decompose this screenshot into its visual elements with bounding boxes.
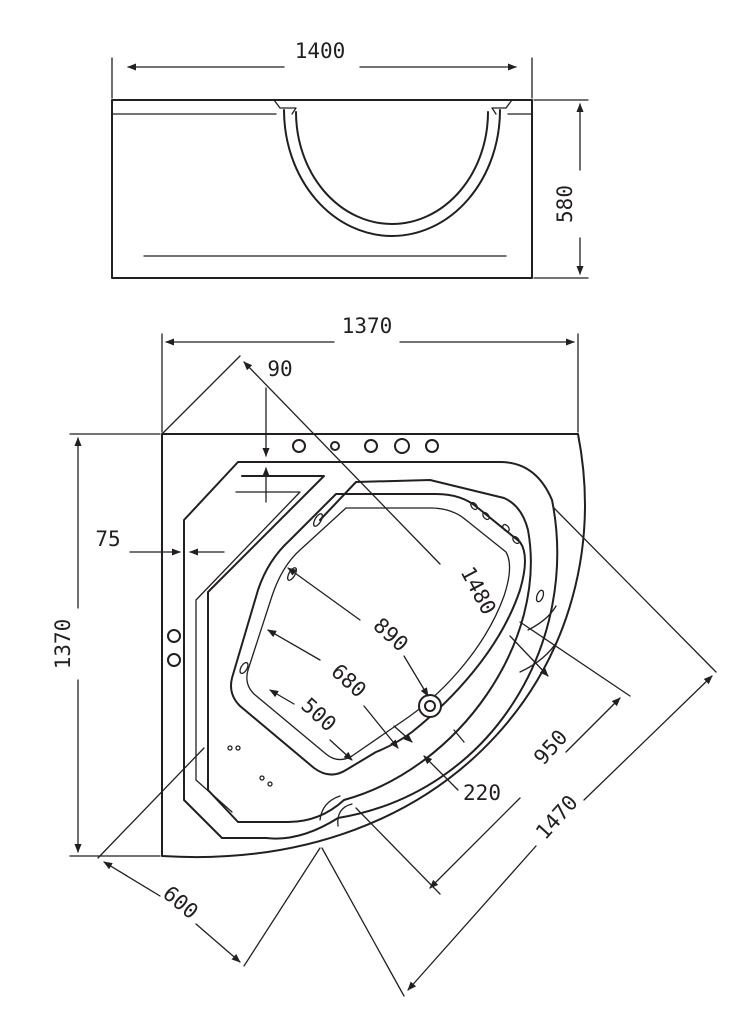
dim-680-label: 680 bbox=[327, 659, 371, 702]
front-view: 1400 580 bbox=[111, 39, 589, 279]
plan-basin-floor bbox=[246, 507, 511, 761]
front-view-rim-notch-left bbox=[273, 99, 297, 115]
plan-height-label: 1370 bbox=[51, 619, 75, 670]
tap-hole-1 bbox=[292, 439, 306, 453]
dim-890-line-end bbox=[403, 655, 429, 697]
tap-hole-4 bbox=[394, 438, 410, 454]
jet bbox=[512, 535, 520, 545]
dim-1480-line-end bbox=[509, 635, 549, 677]
jet bbox=[535, 589, 545, 603]
dim-600-dim-2 bbox=[195, 923, 241, 963]
dim-220-label: 220 bbox=[463, 781, 501, 805]
dim-1470-ext-1 bbox=[553, 507, 717, 673]
jet bbox=[259, 775, 265, 781]
dim-1470-dim-2 bbox=[407, 845, 537, 991]
tap-hole-5 bbox=[425, 439, 439, 453]
dim-600-ext-2 bbox=[243, 847, 321, 967]
front-height-label: 580 bbox=[553, 185, 577, 223]
side-hole-1 bbox=[167, 629, 181, 643]
dim-90-label: 90 bbox=[267, 357, 292, 381]
jet bbox=[267, 781, 273, 787]
dim-500-line bbox=[269, 689, 295, 705]
dim-1470-label: 1470 bbox=[531, 790, 583, 844]
front-width-label: 1400 bbox=[295, 39, 346, 63]
front-view-basin-outer bbox=[283, 109, 501, 237]
side-hole-2 bbox=[167, 653, 181, 667]
drain-inner bbox=[424, 700, 436, 712]
dim-680-line bbox=[267, 629, 321, 661]
dim-1470-dim-1 bbox=[583, 675, 713, 801]
dim-890-label: 890 bbox=[369, 613, 413, 656]
tap-hole-2 bbox=[330, 441, 340, 451]
dim-950-dim-1 bbox=[565, 697, 621, 753]
dim-500-line-end bbox=[329, 739, 353, 761]
dim-1480-line bbox=[243, 361, 441, 565]
dim-220-arrow-2 bbox=[423, 755, 459, 791]
tap-hole-3 bbox=[364, 439, 378, 453]
dim-950-ext-2 bbox=[355, 807, 441, 895]
plan-outer-outline bbox=[161, 433, 586, 859]
jet bbox=[312, 513, 324, 527]
jet bbox=[227, 745, 233, 751]
dim-600-ext-1 bbox=[97, 747, 205, 859]
front-view-rim-notch-right bbox=[491, 99, 513, 115]
dim-950-label: 950 bbox=[529, 725, 572, 769]
jet bbox=[502, 523, 510, 533]
front-view-basin-inner bbox=[295, 111, 489, 225]
plan-deck-outline bbox=[183, 461, 559, 840]
dim-950-ext-1 bbox=[519, 621, 631, 697]
jet bbox=[470, 501, 478, 511]
dim-1470-ext-2 bbox=[321, 847, 405, 997]
dim-950-dim-2 bbox=[429, 797, 521, 889]
plan-width-label: 1370 bbox=[342, 314, 393, 338]
jet bbox=[239, 661, 249, 675]
dim-890-line bbox=[287, 567, 361, 621]
massage-jets bbox=[227, 501, 545, 787]
diag-corner-line bbox=[161, 355, 241, 435]
jet bbox=[482, 511, 490, 521]
plan-view: 1370 1370 90 75 1480 890 680 500 bbox=[51, 314, 717, 997]
jet bbox=[235, 745, 241, 751]
plan-basin-rim bbox=[207, 475, 532, 823]
dim-600-dim-1 bbox=[103, 861, 161, 897]
plan-seat-contour bbox=[195, 491, 301, 813]
plan-pillow-right bbox=[519, 605, 559, 673]
dim-220-arrow-1 bbox=[393, 725, 413, 743]
dim-75-label: 75 bbox=[95, 527, 120, 551]
dim-680-line-end bbox=[363, 705, 399, 749]
front-view-body bbox=[111, 99, 533, 279]
plan-pillow-bottom bbox=[319, 795, 353, 827]
dim-600-label: 600 bbox=[158, 881, 202, 924]
jet bbox=[453, 729, 465, 743]
dim-1480-label: 1480 bbox=[456, 563, 501, 619]
dim-500-label: 500 bbox=[297, 693, 341, 736]
